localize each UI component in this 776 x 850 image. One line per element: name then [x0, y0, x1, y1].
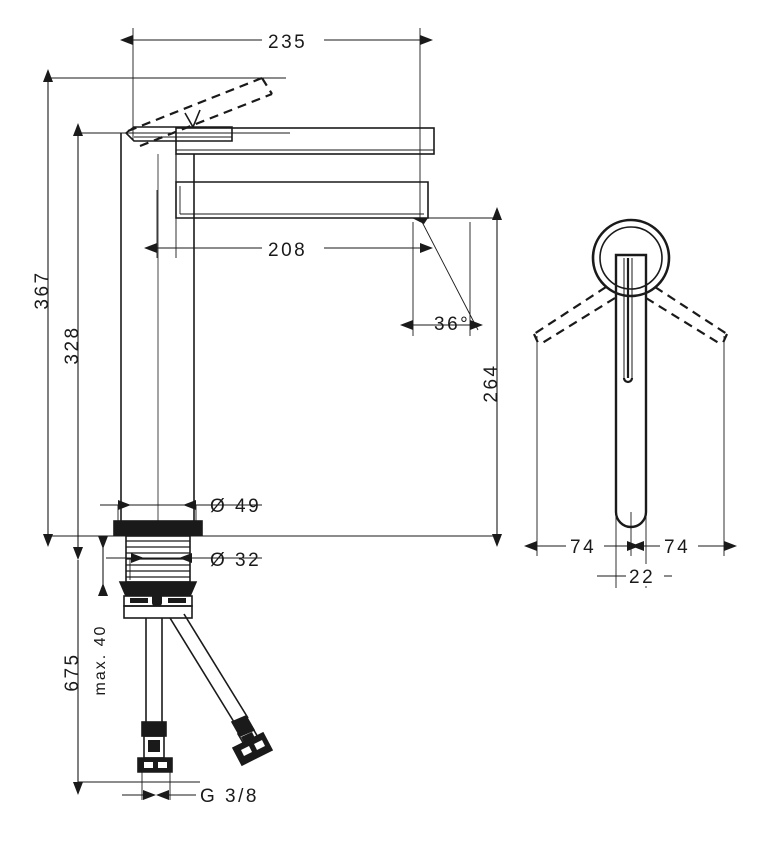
spout-arm — [175, 181, 429, 219]
label-264: 264 — [481, 363, 502, 402]
mounting-nut — [118, 581, 198, 619]
lever-swing-right-ghost — [645, 286, 729, 346]
label-22: 22 — [629, 567, 655, 588]
deck-flange — [113, 520, 203, 536]
supply-hose-right — [169, 613, 274, 767]
threaded-shank — [125, 535, 191, 583]
top-view-body-inner — [599, 226, 663, 290]
label-328: 328 — [62, 325, 83, 364]
label-367: 367 — [32, 270, 53, 309]
mixer-top-cap — [175, 127, 435, 155]
lever-handle-down — [124, 126, 233, 142]
spout-outlet — [412, 218, 428, 224]
label-74-left: 74 — [570, 537, 596, 558]
label-235: 235 — [268, 32, 307, 53]
label-max-40: max. 40 — [92, 625, 109, 696]
label-208: 208 — [268, 240, 307, 261]
lever-pivot-tick — [184, 109, 201, 129]
label-dia-32: Ø 32 — [210, 550, 261, 571]
lever-handle-raised-ghost — [127, 76, 273, 148]
faucet-front-elevation — [113, 76, 435, 773]
top-view-extension-lines — [536, 336, 725, 588]
label-74-right: 74 — [664, 537, 690, 558]
label-36-degrees: 36° — [434, 314, 470, 335]
label-675: 675 — [62, 652, 83, 691]
label-dia-49: Ø 49 — [210, 496, 261, 517]
label-g-3-8: G 3/8 — [200, 786, 259, 807]
faucet-column — [120, 133, 195, 521]
faucet-top-view — [532, 218, 729, 588]
lever-swing-left-ghost — [532, 286, 616, 346]
dimension-labels: 235 208 367 328 264 36° Ø 49 Ø 32 675 ma… — [32, 28, 698, 807]
supply-hose-left — [137, 618, 173, 773]
top-view-body-outer — [591, 218, 671, 298]
extension-lines — [47, 28, 500, 800]
